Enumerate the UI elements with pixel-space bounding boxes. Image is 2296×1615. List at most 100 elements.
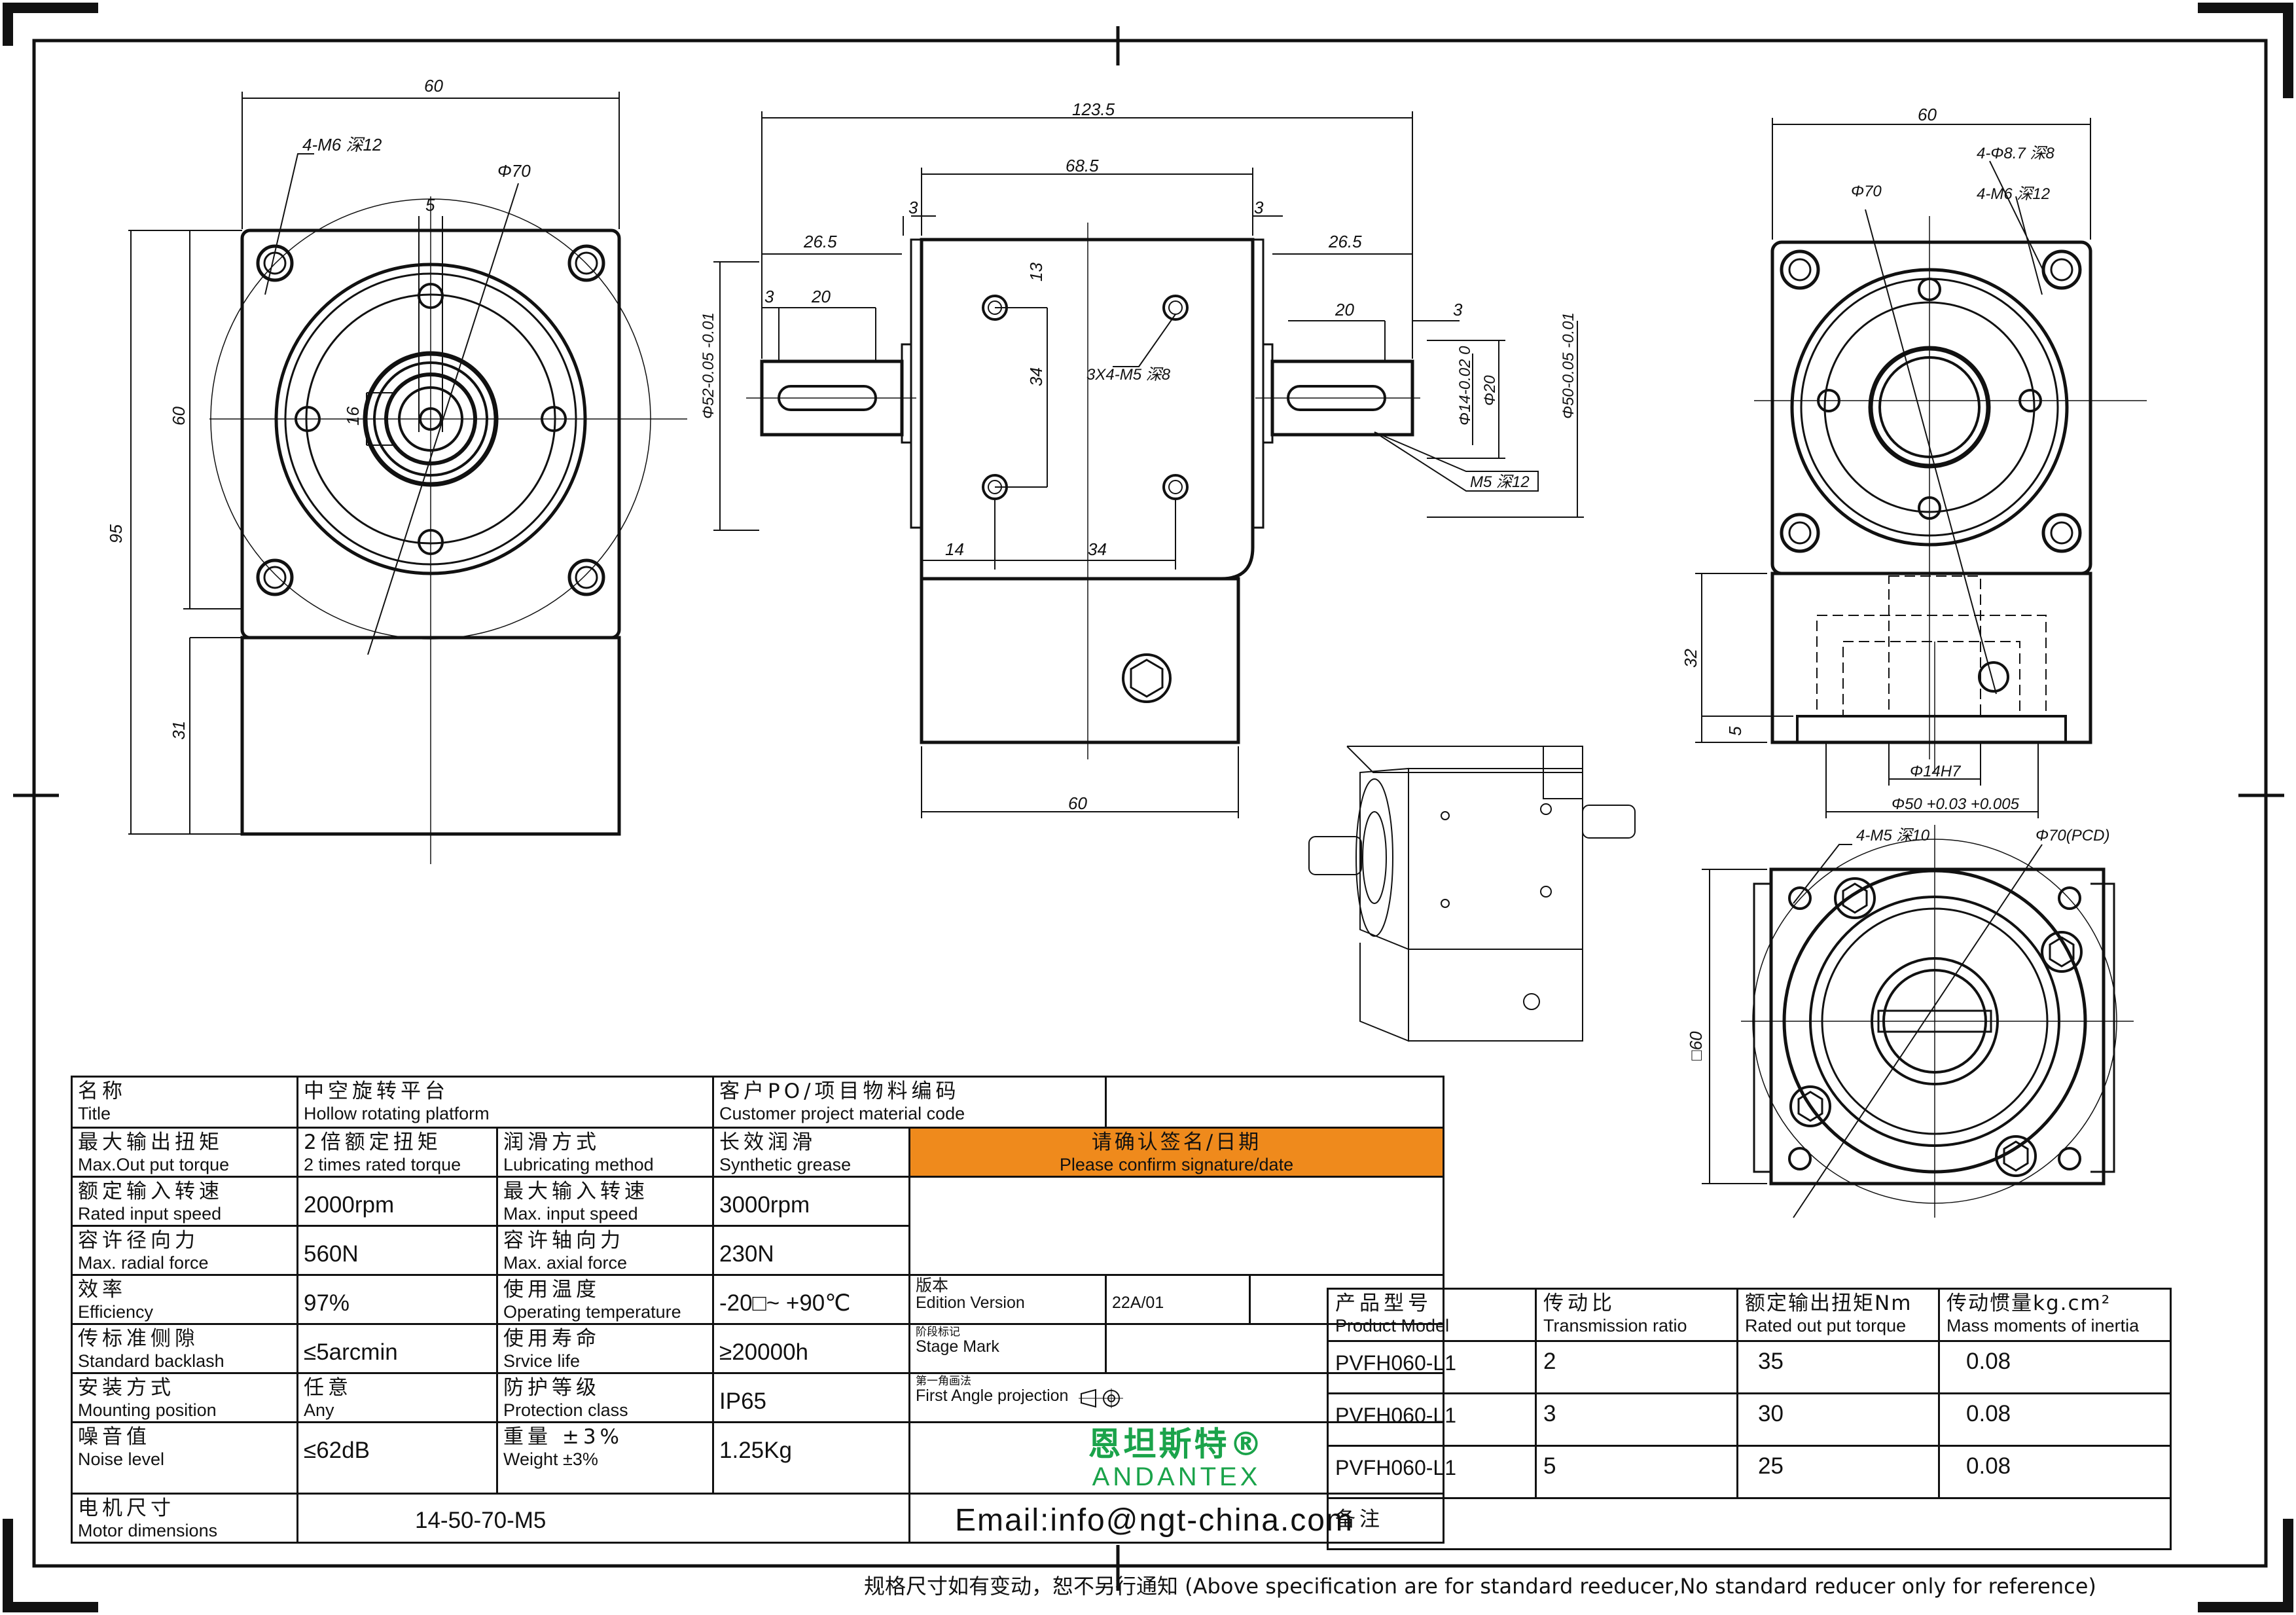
cell-axial-value: 230N [712, 1225, 910, 1276]
dim-side-phi14: Φ14-0.02 0 [1456, 346, 1474, 426]
dim-front-60: 60 [169, 407, 188, 426]
dim-right-60: 60 [1918, 105, 1937, 124]
dim-front-95: 95 [106, 524, 126, 543]
iso-view [1308, 746, 1636, 1042]
dim-right-5: 5 [1725, 726, 1745, 736]
front-view [128, 92, 687, 864]
cell-noise-value: ≤62dB [296, 1421, 498, 1495]
dim-right-holes1: 4-Φ8.7 深8 [1977, 145, 2054, 162]
dim-side-60: 60 [1068, 793, 1087, 813]
dim-side-34h: 34 [1088, 539, 1107, 559]
dim-front-key16: 16 [343, 407, 363, 426]
table-row: PVFH060-L1 2 35 0.08 [1327, 1340, 2172, 1394]
dim-bottom-pcd: Φ70(PCD) [2036, 827, 2109, 844]
dim-right-phi70: Φ70 [1851, 183, 1882, 200]
dim-side-13: 13 [1026, 263, 1046, 281]
cell-prot-value: IP65 [712, 1372, 910, 1423]
cell-edition-value: 22A/01 [1105, 1274, 1251, 1325]
dim-side-3b: 3 [1254, 198, 1264, 217]
cell-code-value [1105, 1076, 1444, 1129]
dim-side-20a: 20 [811, 287, 831, 306]
right-view [1695, 118, 2147, 818]
cell-signature [908, 1176, 1444, 1276]
dim-side-26_5b: 26.5 [1328, 232, 1362, 251]
cell-weight-value: 1.25Kg [712, 1421, 910, 1495]
cell-life-value: ≥20000h [712, 1323, 910, 1374]
dim-bottom-holes: 4-M5 深10 [1856, 827, 1930, 844]
dim-side-holes: 3X4-M5 深8 [1086, 366, 1171, 384]
outer-frame [32, 39, 2268, 1568]
dim-side-20b: 20 [1335, 300, 1354, 319]
dim-side-34v: 34 [1026, 367, 1046, 386]
cell-motor-value: 14-50-70-M5 [296, 1493, 910, 1544]
dim-side-3c: 3 [764, 287, 774, 306]
table-row: PVFH060-L1 3 30 0.08 [1327, 1392, 2172, 1447]
dim-side-68_5: 68.5 [1066, 156, 1099, 175]
center-marks [13, 26, 2284, 1591]
dim-side-phi52: Φ52-0.05 -0.01 [700, 312, 717, 419]
dim-side-26_5a: 26.5 [803, 232, 837, 251]
side-view [713, 111, 1584, 818]
cell-temp-value: -20□~ +90℃ [712, 1274, 910, 1325]
dim-side-phi50: Φ50-0.05 -0.01 [1560, 312, 1577, 419]
dim-right-phi14h7: Φ14H7 [1910, 763, 1962, 780]
dim-front-31: 31 [169, 721, 188, 740]
cell-backlash-value: ≤5arcmin [296, 1323, 498, 1374]
footer-note: 规格尺寸如有变动，恕不另行通知 (Above specification are… [864, 1574, 2096, 1599]
dim-side-3d: 3 [1453, 300, 1463, 319]
dim-right-holes2: 4-M6 深12 [1977, 185, 2050, 203]
dim-side-123_5: 123.5 [1072, 100, 1115, 119]
cell-ratedin-value: 2000rpm [296, 1176, 498, 1227]
dim-right-32: 32 [1681, 649, 1700, 668]
bottom-view [1702, 825, 2134, 1218]
dim-right-phi50: Φ50 +0.03 +0.005 [1892, 795, 2020, 813]
brand-logo-cn: 恩坦斯特® [1088, 1425, 1265, 1463]
dim-side-3a: 3 [908, 198, 918, 217]
dim-bottom-sq60: □60 [1686, 1031, 1706, 1061]
cell-remark: 备注 [1327, 1497, 2172, 1550]
cell-weight-label: 重量 ±3%Weight ±3% [496, 1421, 714, 1495]
dim-side-phi20: Φ20 [1481, 375, 1499, 406]
dim-side-14: 14 [945, 539, 964, 559]
dim-front-width: 60 [424, 76, 443, 96]
first-angle-projection-icon [1078, 1388, 1123, 1408]
dim-front-phi70: Φ70 [497, 161, 531, 181]
dim-side-m5: M5 深12 [1470, 473, 1530, 491]
table-row: PVFH060-L1 5 25 0.08 [1327, 1445, 2172, 1499]
cell-radial-value: 560N [296, 1225, 498, 1276]
brand-logo-en: ANDANTEX [1092, 1462, 1261, 1491]
cell-eff-value: 97% [296, 1274, 498, 1325]
cell-maxin-value: 3000rpm [712, 1176, 910, 1227]
corner-marks [3, 3, 2293, 1612]
